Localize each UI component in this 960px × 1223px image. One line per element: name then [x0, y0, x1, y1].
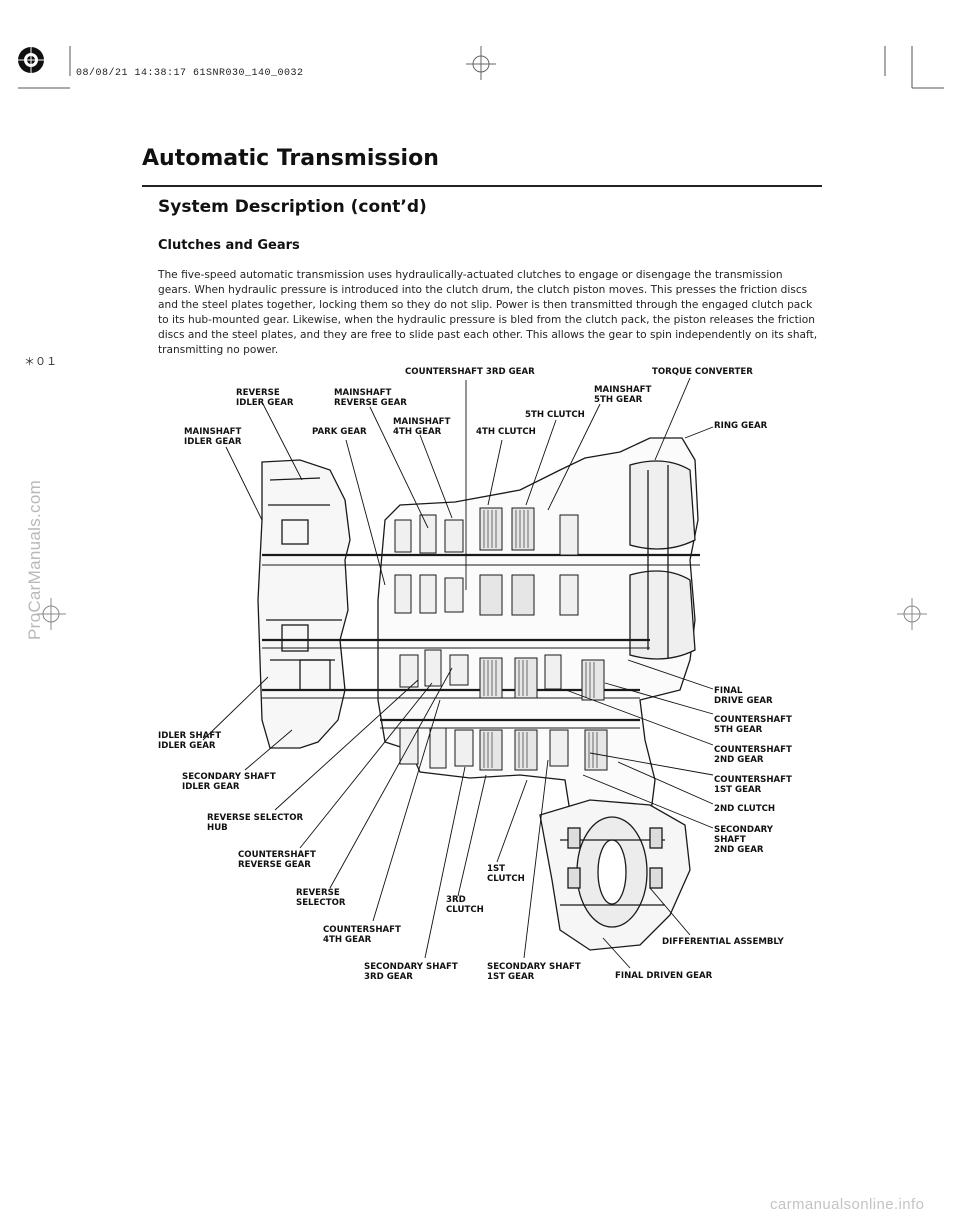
label-5th-clutch: 5TH CLUTCH [525, 410, 585, 420]
label-countershaft-5th-gear: COUNTERSHAFT 5TH GEAR [714, 715, 792, 735]
body-paragraph: The five-speed automatic transmission us… [158, 269, 818, 356]
crosshair-icon [897, 598, 927, 630]
label-final-driven-gear: FINAL DRIVEN GEAR [615, 971, 713, 981]
label-mainshaft-5th-gear: MAINSHAFT 5TH GEAR [594, 385, 652, 405]
label-secondary-shaft-idler-gear: SECONDARY SHAFT IDLER GEAR [182, 772, 276, 792]
label-torque-converter: TORQUE CONVERTER [652, 367, 753, 377]
crosshair-icon [466, 46, 496, 80]
label-secondary-shaft-1st-gear: SECONDARY SHAFT 1ST GEAR [487, 962, 581, 982]
label-secondary-shaft-2nd-gear: SECONDARY SHAFT 2ND GEAR [714, 825, 774, 855]
label-park-gear: PARK GEAR [312, 427, 367, 437]
label-mainshaft-idler-gear: MAINSHAFT IDLER GEAR [184, 427, 242, 447]
title-rule [142, 185, 822, 187]
label-mainshaft-4th-gear: MAINSHAFT 4TH GEAR [393, 417, 451, 437]
page-title: Automatic Transmission [142, 146, 439, 171]
label-4th-clutch: 4TH CLUTCH [476, 427, 536, 437]
label-1st-clutch: 1ST CLUTCH [487, 864, 525, 884]
label-countershaft-1st-gear: COUNTERSHAFT 1ST GEAR [714, 775, 792, 795]
label-reverse-selector: REVERSE SELECTOR [296, 888, 346, 908]
label-reverse-selector-hub: REVERSE SELECTOR HUB [207, 813, 304, 833]
label-idler-shaft-idler-gear: IDLER SHAFT IDLER GEAR [158, 731, 222, 751]
label-countershaft-4th-gear: COUNTERSHAFT 4TH GEAR [323, 925, 401, 945]
subsection-title: Clutches and Gears [158, 238, 300, 253]
label-mainshaft-reverse-gear: MAINSHAFT REVERSE GEAR [334, 388, 407, 408]
label-3rd-clutch: 3RD CLUTCH [446, 895, 484, 915]
label-countershaft-3rd-gear: COUNTERSHAFT 3RD GEAR [405, 367, 535, 377]
label-secondary-shaft-3rd-gear: SECONDARY SHAFT 3RD GEAR [364, 962, 458, 982]
side-watermark: ProCarManuals.com [25, 479, 44, 640]
label-2nd-clutch: 2ND CLUTCH [714, 804, 776, 814]
page-marker: ＊０１ [24, 355, 57, 368]
print-stamp: 08/08/21 14:38:17 61SNR030_140_0032 [76, 68, 304, 79]
label-countershaft-reverse-gear: COUNTERSHAFT REVERSE GEAR [238, 850, 316, 870]
label-final-drive-gear: FINAL DRIVE GEAR [714, 686, 773, 706]
footer-watermark: carmanualsonline.info [770, 1196, 925, 1213]
section-title: System Description (cont’d) [158, 197, 427, 217]
crosshair-icon [37, 598, 66, 630]
label-countershaft-2nd-gear: COUNTERSHAFT 2ND GEAR [714, 745, 792, 765]
label-reverse-idler-gear: REVERSE IDLER GEAR [236, 388, 294, 408]
registration-target-icon [12, 41, 50, 79]
label-ring-gear: RING GEAR [714, 421, 768, 431]
label-differential-assembly: DIFFERENTIAL ASSEMBLY [662, 937, 784, 947]
